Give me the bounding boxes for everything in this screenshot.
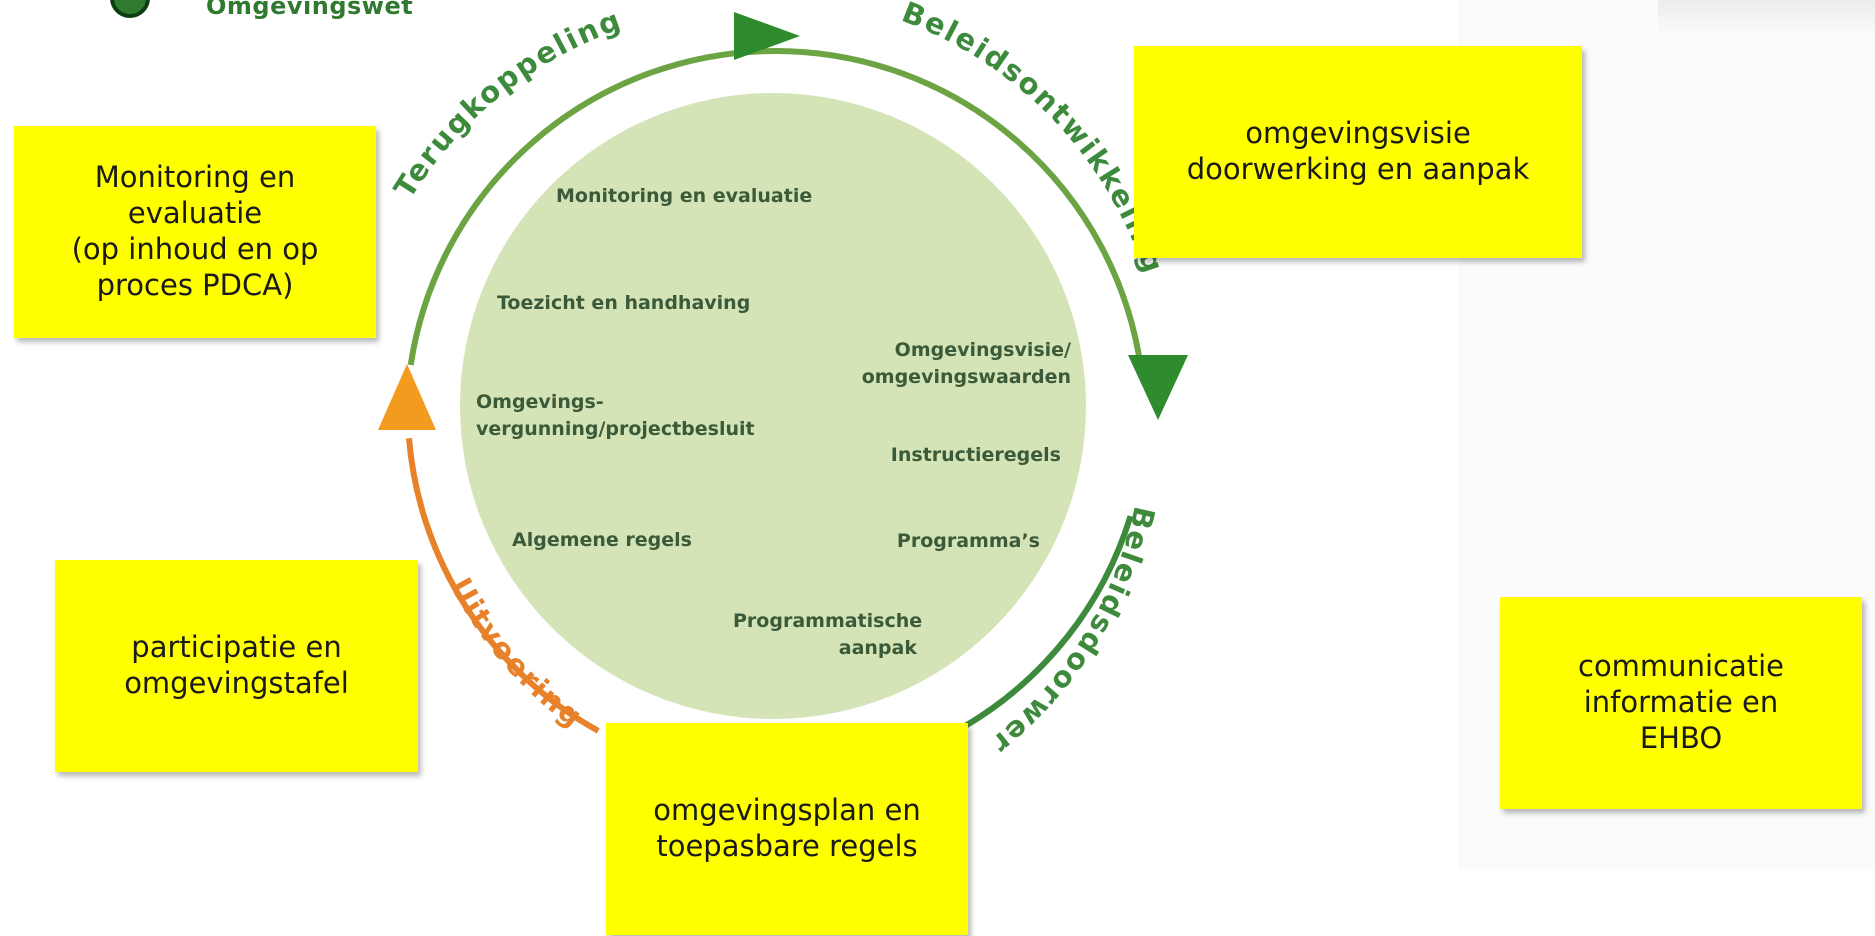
item-programmas: Programma’s: [897, 530, 1040, 552]
item-omgevingswaarden: omgevingswaarden: [862, 366, 1071, 388]
note-communicatie: communicatie informatie en EHBO: [1500, 597, 1862, 809]
arrow-right-icon: [1128, 355, 1188, 420]
note-monitoring: Monitoring en evaluatie (op inhoud en op…: [14, 126, 376, 338]
item-omgevingsvisie: Omgevingsvisie/: [895, 339, 1071, 361]
item-vergunning: vergunning/projectbesluit: [476, 418, 755, 440]
item-omgevings: Omgevings-: [476, 391, 604, 413]
item-programmatische: Programmatische: [733, 610, 922, 632]
note-omgevingsvisie: omgevingsvisie doorwerking en aanpak: [1134, 46, 1582, 258]
arrow-left-icon: [378, 364, 436, 430]
execution-arc: [406, 437, 600, 734]
logo-text: Omgevingswet: [206, 0, 414, 20]
note-participatie: participatie en omgevingstafel: [55, 560, 418, 772]
note-omgevingsplan: omgevingsplan en toepasbare regels: [606, 723, 968, 935]
corner-fragment: [1658, 0, 1875, 36]
item-toezicht: Toezicht en handhaving: [497, 292, 750, 314]
feedback-development-arc: [407, 47, 1144, 368]
implementation-arc: [961, 515, 1134, 730]
item-algemene-regels: Algemene regels: [512, 529, 692, 551]
item-monitoring: Monitoring en evaluatie: [556, 185, 812, 207]
arrow-top-icon: [734, 12, 800, 60]
item-instructieregels: Instructieregels: [891, 444, 1061, 466]
item-aanpak: aanpak: [839, 637, 918, 659]
cycle-inner-circle: [460, 93, 1086, 719]
